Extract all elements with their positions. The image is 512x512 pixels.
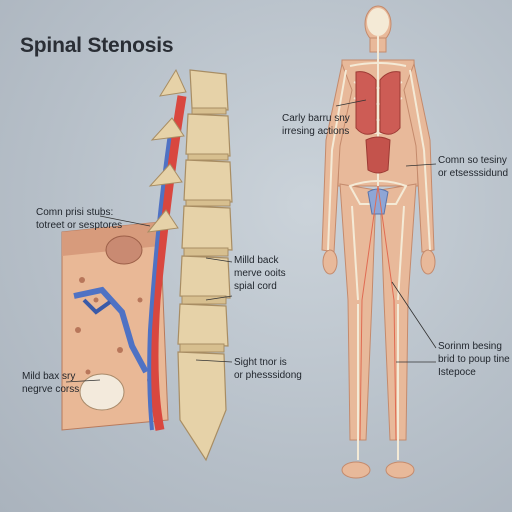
label-line: Mild bax sry (22, 371, 76, 382)
disc-bulge (105, 235, 143, 265)
label-line: Istepoce (438, 367, 476, 378)
label-line: Carly barru sny (282, 113, 350, 124)
label-line: or phesssidong (234, 370, 302, 381)
diagram-title: Spinal Stenosis (20, 34, 174, 57)
label-body-right-lower: Sorinm besing brid to poup tine Istepoce (438, 340, 510, 379)
label-spine-mid: Milld back merve ooits spial cord (234, 254, 286, 293)
label-line: totreet or sesptores (36, 220, 123, 231)
skeleton (327, 8, 431, 460)
lungs (355, 71, 401, 135)
vertebrae-stack (177, 69, 233, 462)
vertebra-cross-section (79, 373, 125, 411)
label-left-top: Comn prisi stubs: totreet or sesptores (36, 206, 122, 232)
label-line: Comn prisi stubs: (36, 207, 114, 218)
label-line: Sorinm besing (438, 341, 502, 352)
spinal-cord-red (149, 95, 187, 431)
nerve-lines (359, 185, 397, 441)
spinous-processes (146, 68, 187, 233)
label-body-upper: Carly barru sny irresing actions (282, 112, 350, 138)
label-body-right-upper: Comn so tesiny or etsesssidund (438, 154, 508, 180)
label-line: brid to poup tine (438, 354, 510, 365)
label-line: or etsesssidund (438, 168, 509, 179)
abdominal-organs (365, 136, 391, 174)
label-spine-low: Sight tnor is or phesssidong (234, 356, 302, 382)
label-line: negrve corss (22, 384, 80, 395)
label-line: Milld back (234, 255, 279, 266)
label-line: merve ooits (234, 268, 286, 279)
label-line: Sight tnor is (234, 357, 287, 368)
pelvis-blue (367, 188, 389, 215)
intervertebral-discs (179, 107, 231, 353)
label-left-bottom: Mild bax sry negrve corss (22, 370, 79, 396)
label-line: spial cord (234, 281, 277, 292)
label-line: irresing actions (282, 126, 350, 137)
label-line: Comn so tesiny (438, 155, 507, 166)
blue-nerve-branch (73, 286, 149, 374)
